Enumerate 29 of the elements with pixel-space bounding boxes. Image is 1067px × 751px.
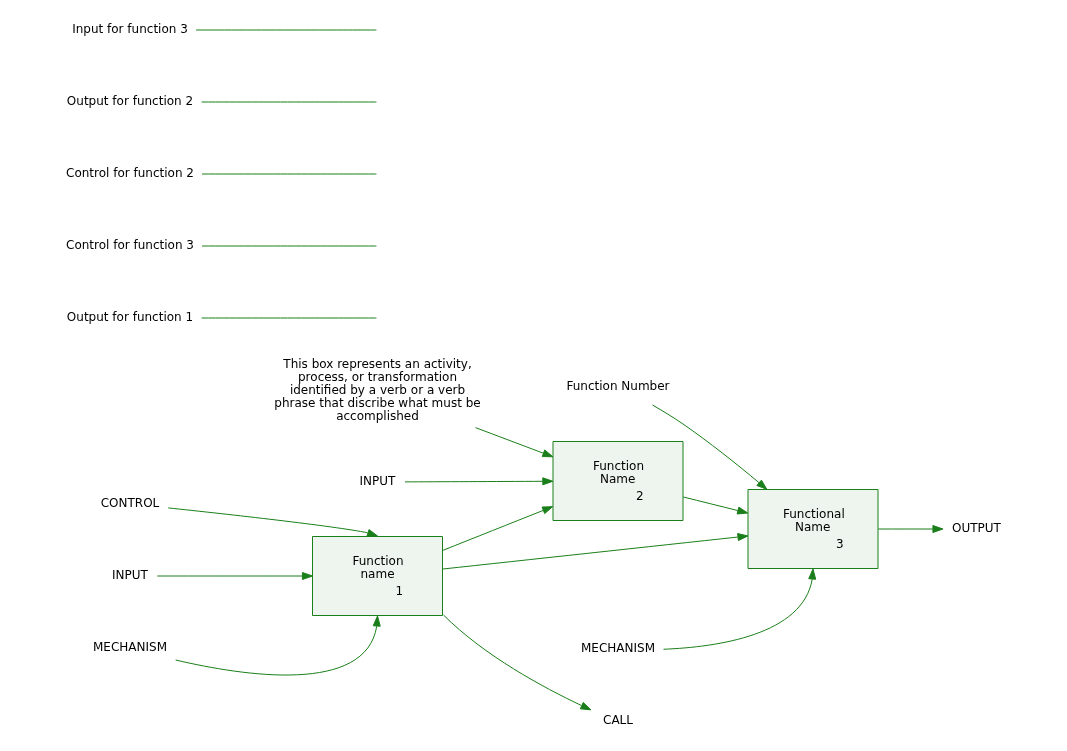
node-text: MECHANISM <box>92 640 167 655</box>
node-box: Functional Name 3 <box>747 489 878 569</box>
arrow <box>442 614 591 711</box>
node-text: CONTROL <box>100 496 159 511</box>
arrow <box>651 404 767 490</box>
node-box: Function Name 2 <box>552 441 683 521</box>
node-text: Control for function 2 <box>65 166 194 181</box>
arrow <box>156 572 313 580</box>
arrow <box>403 477 553 486</box>
arrow <box>662 568 816 650</box>
arrow <box>877 525 943 533</box>
node-text: Output for function 1 <box>66 310 193 325</box>
node-box: Function name 1 <box>311 536 443 616</box>
node-text: INPUT <box>111 568 148 583</box>
node-text: OUTPUT <box>951 521 1001 536</box>
arrow <box>441 506 553 551</box>
arrow <box>474 427 553 458</box>
arrow <box>441 533 748 570</box>
node-text: This box represents an activity, process, or transformation identified by a verb or a verb phrase that discribe what must be accomplished <box>273 357 481 424</box>
node-text: Function Number <box>565 379 670 394</box>
node-text: Control for function 3 <box>65 238 194 253</box>
node-text: CALL <box>602 713 633 728</box>
arrow <box>174 615 381 676</box>
node-text: Output for function 2 <box>66 94 193 109</box>
node-text: Input for function 3 <box>71 22 188 37</box>
node-text: INPUT <box>359 474 395 489</box>
arrow <box>682 496 748 515</box>
node-text: MECHANISM <box>580 641 655 656</box>
arrow <box>167 507 378 537</box>
